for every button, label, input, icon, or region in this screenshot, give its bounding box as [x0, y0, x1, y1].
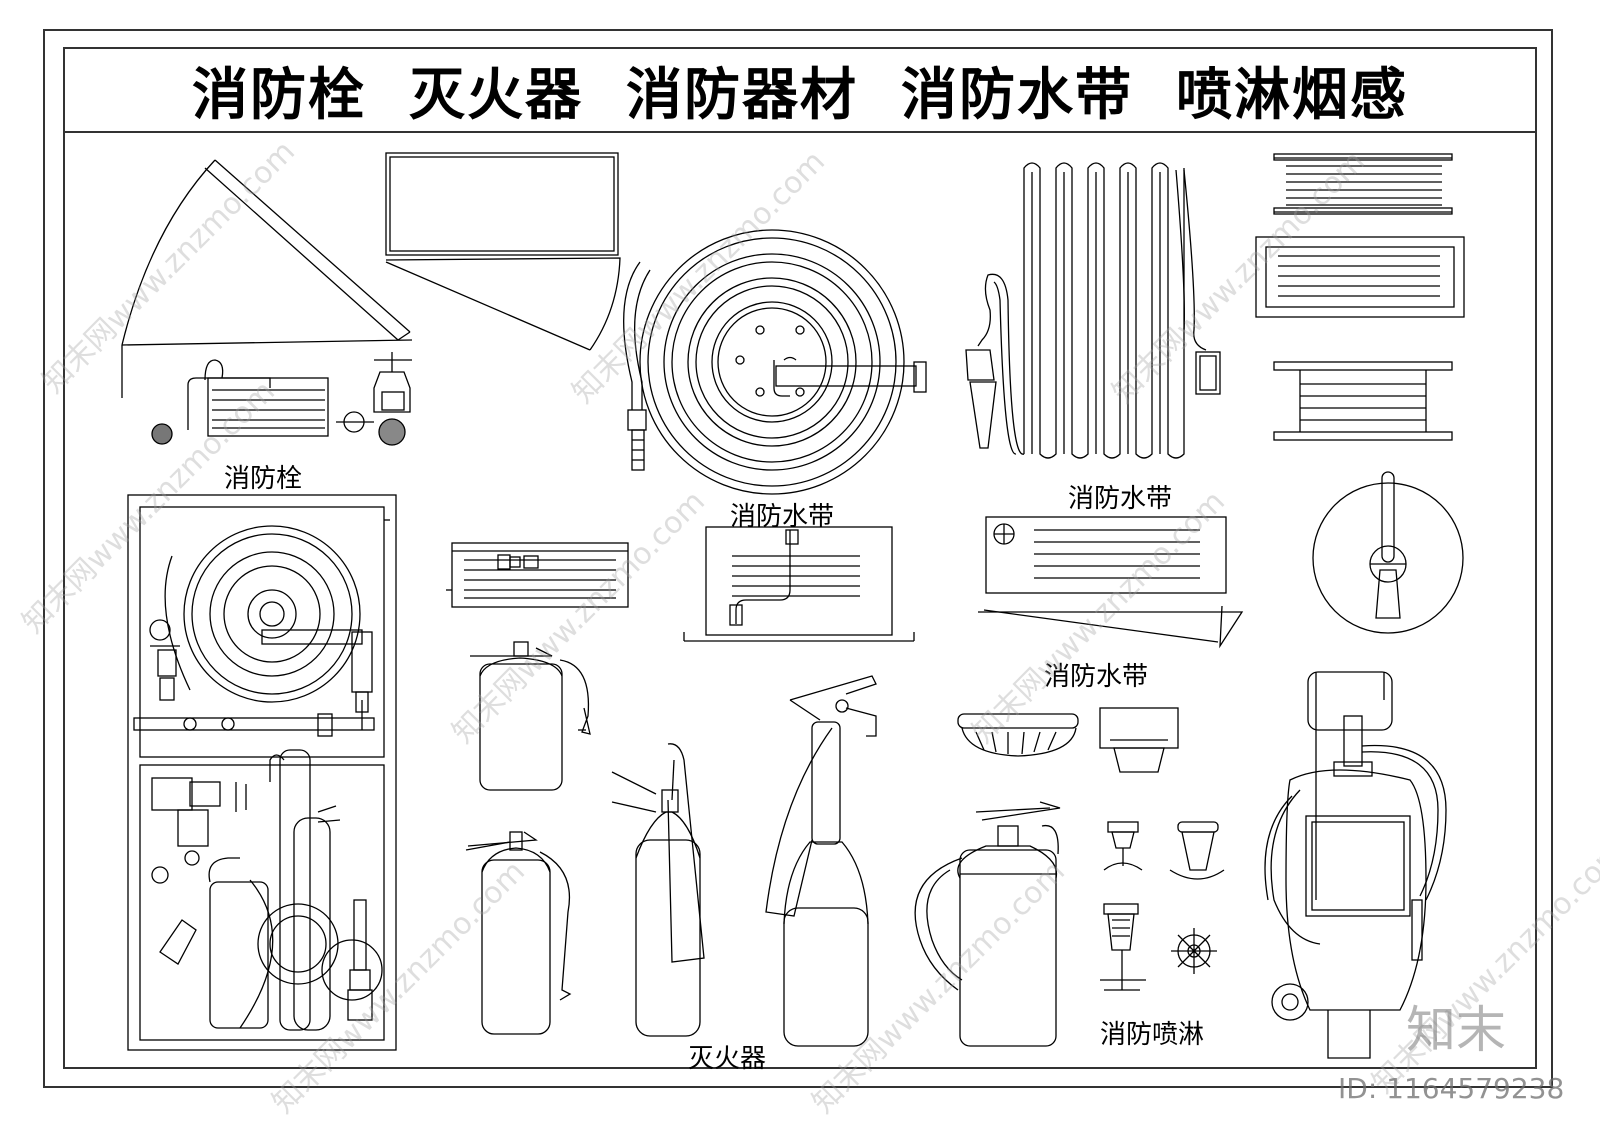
label-sprinkler: 消防喷淋: [1100, 1020, 1205, 1050]
label-hydrant: 消防栓: [224, 464, 303, 494]
hydrant-cabinet: [127, 494, 397, 1051]
folded-hose: [965, 162, 1221, 459]
wheeled-extinguisher: [1264, 671, 1447, 1059]
page-title: 消防栓 灭火器 消防器材 消防水带 喷淋烟感: [192, 62, 1408, 128]
hose-reel-small: [1312, 471, 1464, 634]
hose-reel-large: [623, 229, 927, 495]
extinguisher-1: [470, 641, 591, 791]
hose-box-3: [978, 516, 1244, 649]
hose-box-2: [683, 526, 915, 642]
sheet-frame: [43, 29, 1553, 1088]
label-extinguisher: 灭火器: [688, 1044, 767, 1074]
extinguisher-4: [765, 675, 877, 1047]
label-hose-reel: 消防水带: [730, 502, 835, 532]
label-folded-hose: 消防水带: [1068, 484, 1173, 514]
extinguisher-2: [465, 831, 572, 1035]
extinguisher-5: [914, 801, 1061, 1047]
label-hose-box: 消防水带: [1044, 662, 1149, 692]
hydrant-door-plan: [121, 159, 413, 398]
image-id: ID: 1164579238: [1338, 1072, 1565, 1105]
extinguisher-3: [611, 743, 705, 1037]
smoke-detector: [957, 707, 1179, 773]
hydrant-hose-reel: [151, 359, 374, 445]
hose-box-1: [446, 542, 629, 608]
cabinet-door-plan: [385, 152, 621, 351]
hose-reel-elevations: [1255, 153, 1465, 441]
brand-watermark: 知末: [1406, 1001, 1506, 1059]
hydrant-valve: [373, 352, 412, 446]
sprinkler-heads: [1100, 821, 1225, 991]
